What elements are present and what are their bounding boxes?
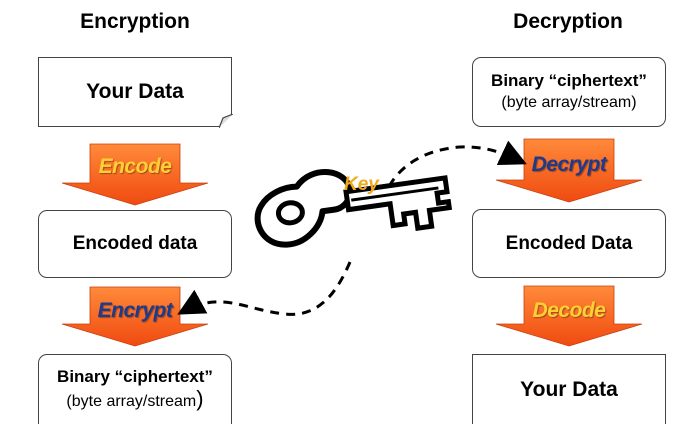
ciphertext-detail-left: (byte array/stream) (66, 388, 203, 413)
ciphertext-detail-right: (byte array/stream) (501, 94, 637, 111)
decrypt-label: Decrypt (531, 153, 607, 176)
encoded-data-label-right: Encoded Data (505, 232, 633, 254)
page-fold-icon (219, 114, 233, 128)
ciphertext-detail-left-paren: ) (196, 386, 204, 411)
encoded-data-label: Encoded data (72, 233, 198, 254)
ciphertext-title-right: Binary “ciphertext” (491, 71, 647, 90)
decode-arrow (495, 285, 643, 347)
key-icon (254, 169, 453, 248)
dashed-path-to-decrypt (381, 140, 527, 202)
encryption-heading: Encryption (80, 10, 190, 33)
ciphertext-title-left: Binary “ciphertext” (57, 367, 213, 386)
your-data-label: Your Data (86, 80, 184, 103)
decrypt-arrow (495, 138, 643, 203)
your-data-box-right: Your Data (472, 354, 666, 424)
ciphertext-box-left: Binary “ciphertext” (byte array/stream) (38, 354, 232, 424)
ciphertext-box-right: Binary “ciphertext” (byte array/stream) (472, 57, 666, 127)
decode-label: Decode (532, 299, 606, 322)
your-data-label-right: Your Data (520, 377, 618, 401)
key-label: Key (344, 174, 379, 195)
encrypt-label: Encrypt (97, 299, 173, 322)
encoded-data-box-right: Encoded Data (472, 209, 666, 278)
encode-arrow (61, 143, 209, 206)
your-data-box: Your Data (38, 57, 233, 128)
encoded-data-box: Encoded data (38, 210, 232, 278)
dashed-path-to-encrypt (177, 261, 352, 316)
encode-label: Encode (98, 155, 172, 178)
decryption-heading: Decryption (513, 10, 623, 33)
ciphertext-detail-left-text: (byte array/stream (66, 393, 197, 410)
